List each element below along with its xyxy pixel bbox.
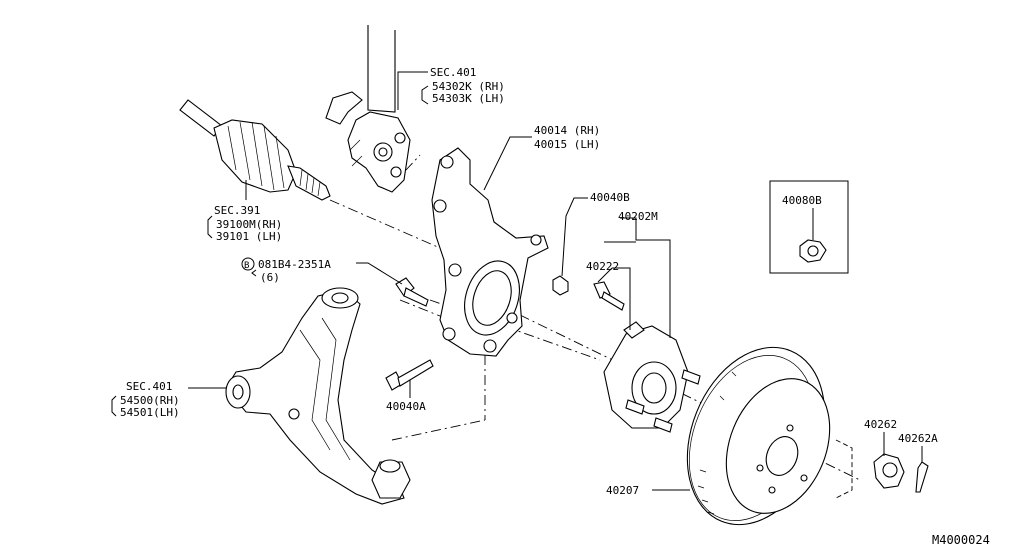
- knuckle-lh-label: 40015 (LH): [534, 138, 600, 151]
- rotor-label: 40207: [606, 484, 639, 497]
- shaft-lh-label: 39101 (LH): [216, 230, 282, 243]
- labels: SEC.401 54302K (RH) 54303K (LH) 40014 (R…: [120, 66, 990, 547]
- bolt-40040a-label: 40040A: [386, 400, 426, 413]
- hub-bearing: [593, 281, 701, 433]
- diagram-id: M4000024: [932, 533, 990, 547]
- bolt-code-label: 081B4-2351A: [258, 258, 331, 271]
- box-part-label: 40080B: [782, 194, 822, 207]
- bolt-qty-label: (6): [260, 271, 280, 284]
- shaft-rh-label: 39100M(RH): [216, 218, 282, 231]
- strut-assembly: [325, 25, 411, 193]
- lower-control-arm: [225, 287, 411, 505]
- drive-shaft: [179, 99, 331, 201]
- brake-rotor: [686, 346, 831, 526]
- strut-rh-label: 54302K (RH): [432, 80, 505, 93]
- knuckle-fasteners: [385, 275, 569, 391]
- arm-sec-label: SEC.401: [126, 380, 172, 393]
- cotter-pin-label: 40262A: [898, 432, 938, 445]
- strut-lh-label: 54303K (LH): [432, 92, 505, 105]
- knuckle-rh-label: 40014 (RH): [534, 124, 600, 137]
- hub-nut-label: 40262: [864, 418, 897, 431]
- hub-nut-and-pin: [835, 439, 929, 499]
- arm-rh-label: 54500(RH): [120, 394, 180, 407]
- bolt-circle-letter: B: [244, 261, 249, 271]
- hub-bolt-label: 40222: [586, 260, 619, 273]
- strut-sec-label: SEC.401: [430, 66, 476, 79]
- hub-assy-label: 40202M: [618, 210, 658, 223]
- part-box-40080b: [769, 180, 849, 274]
- bolt-circle-icon: [241, 257, 255, 271]
- shaft-sec-label: SEC.391: [214, 204, 260, 217]
- steering-knuckle: [431, 147, 549, 357]
- arm-lh-label: 54501(LH): [120, 406, 180, 419]
- nut-40040b-label: 40040B: [590, 191, 630, 204]
- leader-lines: [111, 71, 923, 491]
